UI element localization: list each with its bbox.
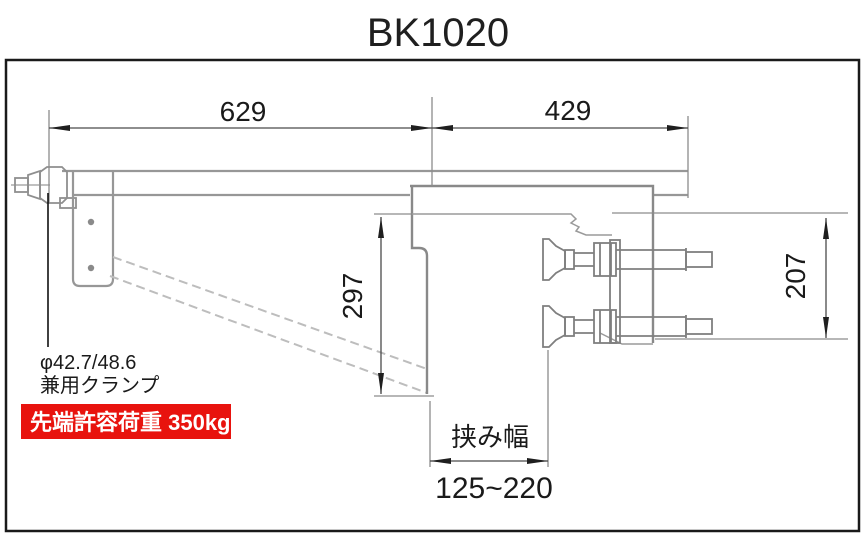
arrow-width-left [430, 458, 451, 464]
fixed-jaw-profile [410, 186, 429, 394]
pipe-spec-line1: φ42.7/48.6 [40, 352, 136, 374]
load-capacity-badge: 先端許容荷重 350kg [21, 404, 231, 439]
dim-text-429: 429 [545, 95, 592, 126]
arrow-width-right [527, 458, 548, 464]
clamp-screw-lower [542, 305, 713, 348]
arrow-297-down [378, 373, 384, 394]
clamp-screw-upper [542, 238, 713, 281]
arrow-629-right [411, 125, 432, 131]
bolt-hole-lower [87, 264, 95, 272]
arrow-207-down [823, 317, 829, 338]
plate-step-line [412, 213, 612, 236]
screw-thread-end-upper [685, 251, 713, 268]
page-title: BK1020 [367, 11, 509, 55]
arrow-429-right [667, 125, 688, 131]
arrow-429-left [432, 125, 453, 131]
pipe-clamp [11, 166, 77, 209]
badge-text: 先端許容荷重 350kg [30, 410, 231, 435]
main-arm [62, 169, 688, 197]
dim-text-297: 297 [337, 273, 368, 320]
dim-text-width-range: 125~220 [435, 472, 553, 505]
screw-nut-lower [593, 309, 617, 344]
movable-jaw-assembly [542, 238, 713, 348]
screw-thread-end-lower [685, 318, 713, 335]
jaw-bottom-step [599, 332, 653, 345]
arrow-207-up [823, 218, 829, 239]
badge-background [21, 404, 231, 439]
brace-line-lower [109, 275, 428, 394]
arrow-297-up [378, 217, 384, 238]
arrow-629-left [49, 125, 70, 131]
dim-text-629: 629 [220, 96, 267, 127]
dimension-arrows [49, 125, 829, 464]
jaw-plate-detail [412, 213, 653, 345]
screw-neck-upper [564, 249, 575, 270]
dim-text-207: 207 [780, 253, 811, 300]
screw-nut-upper [593, 242, 617, 277]
pipe-spec-line2: 兼用クランプ [40, 374, 159, 397]
fixed-jaw-body [410, 184, 655, 394]
back-plate [71, 171, 115, 288]
diagonal-brace [109, 256, 428, 394]
screw-neck-lower [564, 316, 575, 337]
clamp-foot [59, 197, 77, 209]
back-plate-outline [71, 171, 115, 288]
jaw-body-top-right [410, 184, 655, 343]
bolt-hole-upper [87, 218, 95, 226]
clamp-width-label: 挟み幅 [451, 422, 529, 452]
extension-lines [48, 97, 848, 467]
